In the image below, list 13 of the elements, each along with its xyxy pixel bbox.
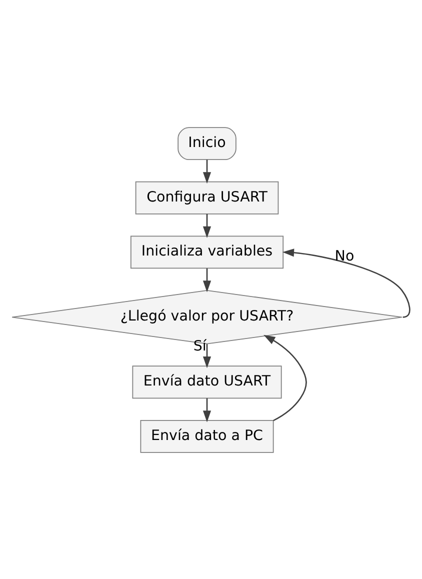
node-box: Configura USART xyxy=(135,180,279,214)
node-box: Inicio xyxy=(178,126,236,160)
arrow xyxy=(202,344,212,368)
arrow xyxy=(202,159,212,184)
arrow xyxy=(202,398,212,422)
node-box: Envía dato USART xyxy=(132,365,282,398)
arrow xyxy=(264,334,307,421)
arrow xyxy=(202,268,212,292)
arrow xyxy=(282,248,410,318)
arrow xyxy=(202,213,212,238)
node-box: Inicializa variables xyxy=(130,235,284,268)
edge-label: No xyxy=(334,248,354,264)
node-box: Envía dato a PC xyxy=(140,419,274,452)
